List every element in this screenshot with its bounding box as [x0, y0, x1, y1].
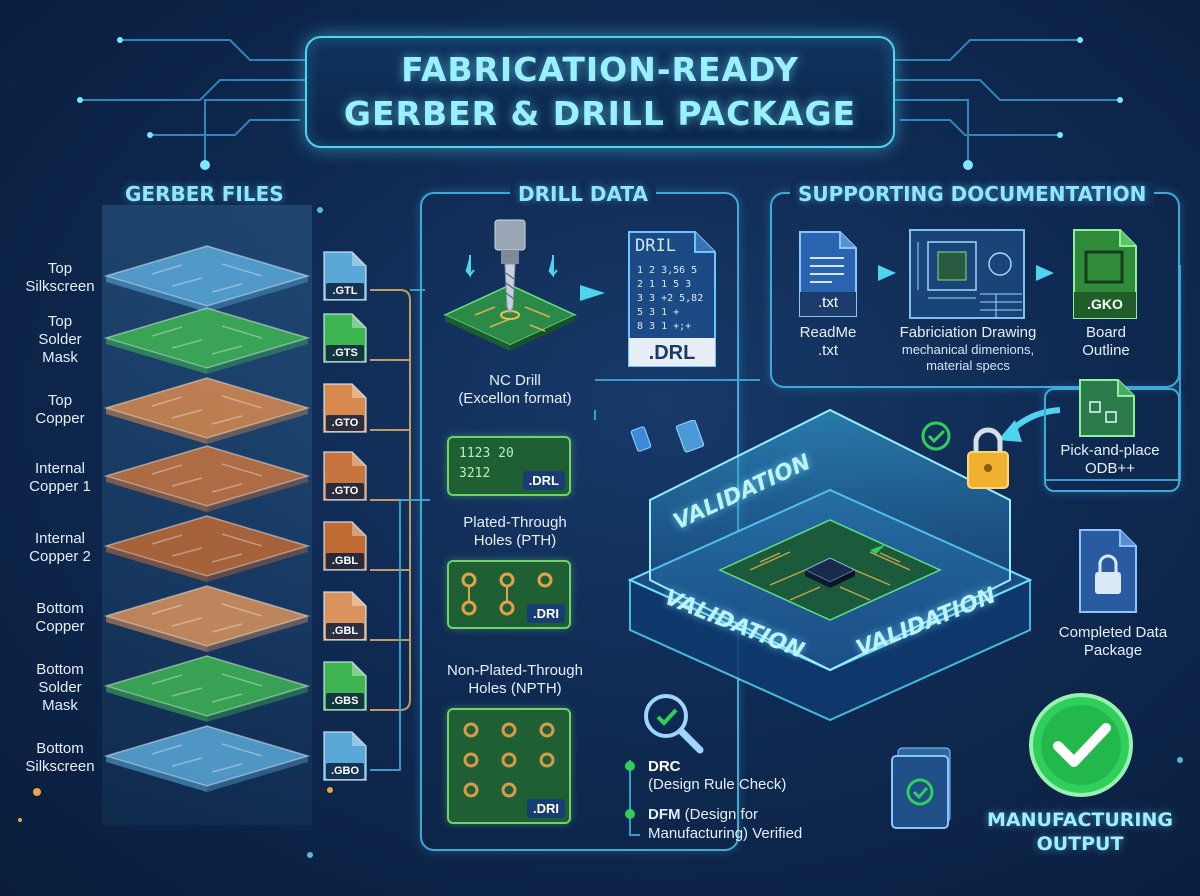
npth-holes — [463, 722, 555, 798]
gerber-file-ext: .GTO — [326, 483, 364, 499]
gerber-file-icon: .GTO — [322, 382, 368, 434]
gerber-file-ext: .GTS — [326, 345, 364, 361]
layer-label: Bottom Silkscreen — [25, 740, 95, 775]
validation-platform — [627, 408, 1033, 722]
drc-title: DRC — [648, 758, 681, 775]
title-line-1: FABRICATION-READY — [401, 50, 799, 89]
nc-ext-badge: .DRL — [522, 471, 565, 490]
drill-bit-illustration — [443, 219, 577, 350]
layer-plate — [103, 655, 311, 722]
check-badge-icon — [1029, 693, 1133, 797]
nc-drill-card: 1123 20 3212 .DRL — [447, 436, 571, 496]
pth-label: Plated-Through Holes (PTH) — [463, 514, 567, 549]
readme-ext: .txt — [817, 294, 838, 311]
gerber-file-icon: .GBO — [322, 730, 368, 782]
dfm-text: DFM (Design for Manufacturing) Verified — [648, 805, 802, 843]
layer-label: Top Copper — [35, 392, 85, 427]
support-heading: SUPPORTING DOCUMENTATION — [790, 182, 1155, 206]
layer-label: Bottom Solder Mask — [36, 661, 84, 714]
nc-drill-label: NC Drill (Excellon format) — [458, 372, 572, 407]
nc-line-2: 3212 — [459, 466, 491, 481]
drc-sub: (Design Rule Check) — [648, 776, 787, 793]
completed-package-label: Completed Data Package — [1058, 624, 1168, 659]
npth-label: Non-Plated-Through Holes (NPTH) — [447, 662, 583, 697]
drill-heading: DRILL DATA — [510, 182, 656, 206]
title-banner: FABRICATION-READY GERBER & DRILL PACKAGE — [305, 36, 895, 148]
chip-components-icon — [630, 420, 705, 453]
readme-label: ReadMe .txt — [799, 324, 857, 359]
drl-doc-line: 3 3 +2 5,82 — [637, 293, 704, 304]
drl-doc-ext: .DRL — [648, 342, 696, 364]
outline-file-icon — [1073, 229, 1137, 319]
layer-plate — [103, 515, 311, 582]
drl-doc-line: 2 1 1 5 3 — [637, 279, 692, 290]
package-lock-icon — [1079, 529, 1137, 613]
layer-label: Internal Copper 1 — [29, 460, 91, 495]
layer-label: Internal Copper 2 — [29, 530, 91, 565]
pnp-file-icon — [1079, 379, 1135, 437]
gerber-heading: GERBER FILES — [125, 182, 284, 206]
gerber-file-ext: .GTO — [326, 415, 364, 431]
manufacturing-output-label: MANUFACTURING OUTPUT — [987, 809, 1173, 855]
fab-drawing-sub: mechanical dimenions, material specs — [901, 342, 1035, 373]
gerber-file-ext: .GTL — [326, 283, 364, 299]
layer-plate — [103, 585, 311, 652]
gerber-file-icon: .GBS — [322, 660, 368, 712]
layer-label: Top Silkscreen — [25, 260, 95, 295]
gerber-file-icon: .GBL — [322, 590, 368, 642]
outline-label: Board Outline — [1082, 324, 1130, 359]
gerber-file-icon: .GBL — [322, 520, 368, 572]
fab-drawing-icon — [909, 229, 1025, 319]
pth-card: .DRI — [447, 560, 571, 629]
gerber-file-ext: .GBO — [326, 763, 364, 779]
readme-file: .txt — [798, 230, 858, 318]
drl-doc-line: 8 3 1 +;+ — [637, 321, 692, 332]
fab-drawing-title: Fabriciation Drawing — [899, 324, 1037, 341]
check-bullets — [625, 761, 635, 819]
gerber-file-ext: .GBS — [326, 693, 364, 709]
pnp-label: Pick-and-place ODB++ — [1060, 442, 1160, 477]
layer-plate — [103, 445, 311, 512]
layer-plate — [103, 377, 311, 444]
npth-card: .DRI — [447, 708, 571, 824]
outline-ext: .GKO — [1087, 296, 1123, 312]
lock-icon — [921, 421, 1009, 489]
board-outline-file: .GKO — [1072, 228, 1138, 320]
npth-ext-badge: .DRI — [527, 799, 565, 818]
pth-holes — [461, 572, 553, 616]
layer-label: Bottom Copper — [35, 600, 85, 635]
gerber-file-icon: .GTL — [322, 250, 368, 302]
title-line-2: GERBER & DRILL PACKAGE — [343, 94, 857, 133]
layer-plate — [103, 307, 311, 374]
drl-doc-header: DRIL — [635, 236, 676, 256]
gerber-file-icon: .GTO — [322, 450, 368, 502]
text-file-icon — [799, 231, 857, 317]
nc-line-1: 1123 20 — [459, 446, 514, 461]
layer-plate — [103, 725, 311, 792]
layer-plate — [103, 245, 311, 312]
gerber-file-ext: .GBL — [326, 553, 364, 569]
layer-label: Top Solder Mask — [38, 313, 82, 366]
pth-ext-badge: .DRI — [527, 604, 565, 623]
dfm-title: DFM — [648, 806, 681, 823]
folder-check-icon — [891, 747, 951, 829]
drl-doc-lines: 1 2 3,56 5 2 1 1 5 3 3 3 +2 5,82 5 3 1 + 8 3… — [637, 264, 703, 334]
drl-doc-line: 5 3 1 + — [637, 307, 680, 318]
drl-doc-line: 1 2 3,56 5 — [637, 265, 698, 276]
dfm-sub: (Design for Manufacturing) Verified — [648, 806, 803, 842]
gerber-file-ext: .GBL — [326, 623, 364, 639]
drl-document: DRIL 1 2 3,56 5 2 1 1 5 3 3 3 +2 5,82 5 3 1… — [627, 230, 717, 368]
gerber-file-icon: .GTS — [322, 312, 368, 364]
magnifier-check-icon — [644, 694, 704, 754]
document-icon — [628, 231, 716, 367]
